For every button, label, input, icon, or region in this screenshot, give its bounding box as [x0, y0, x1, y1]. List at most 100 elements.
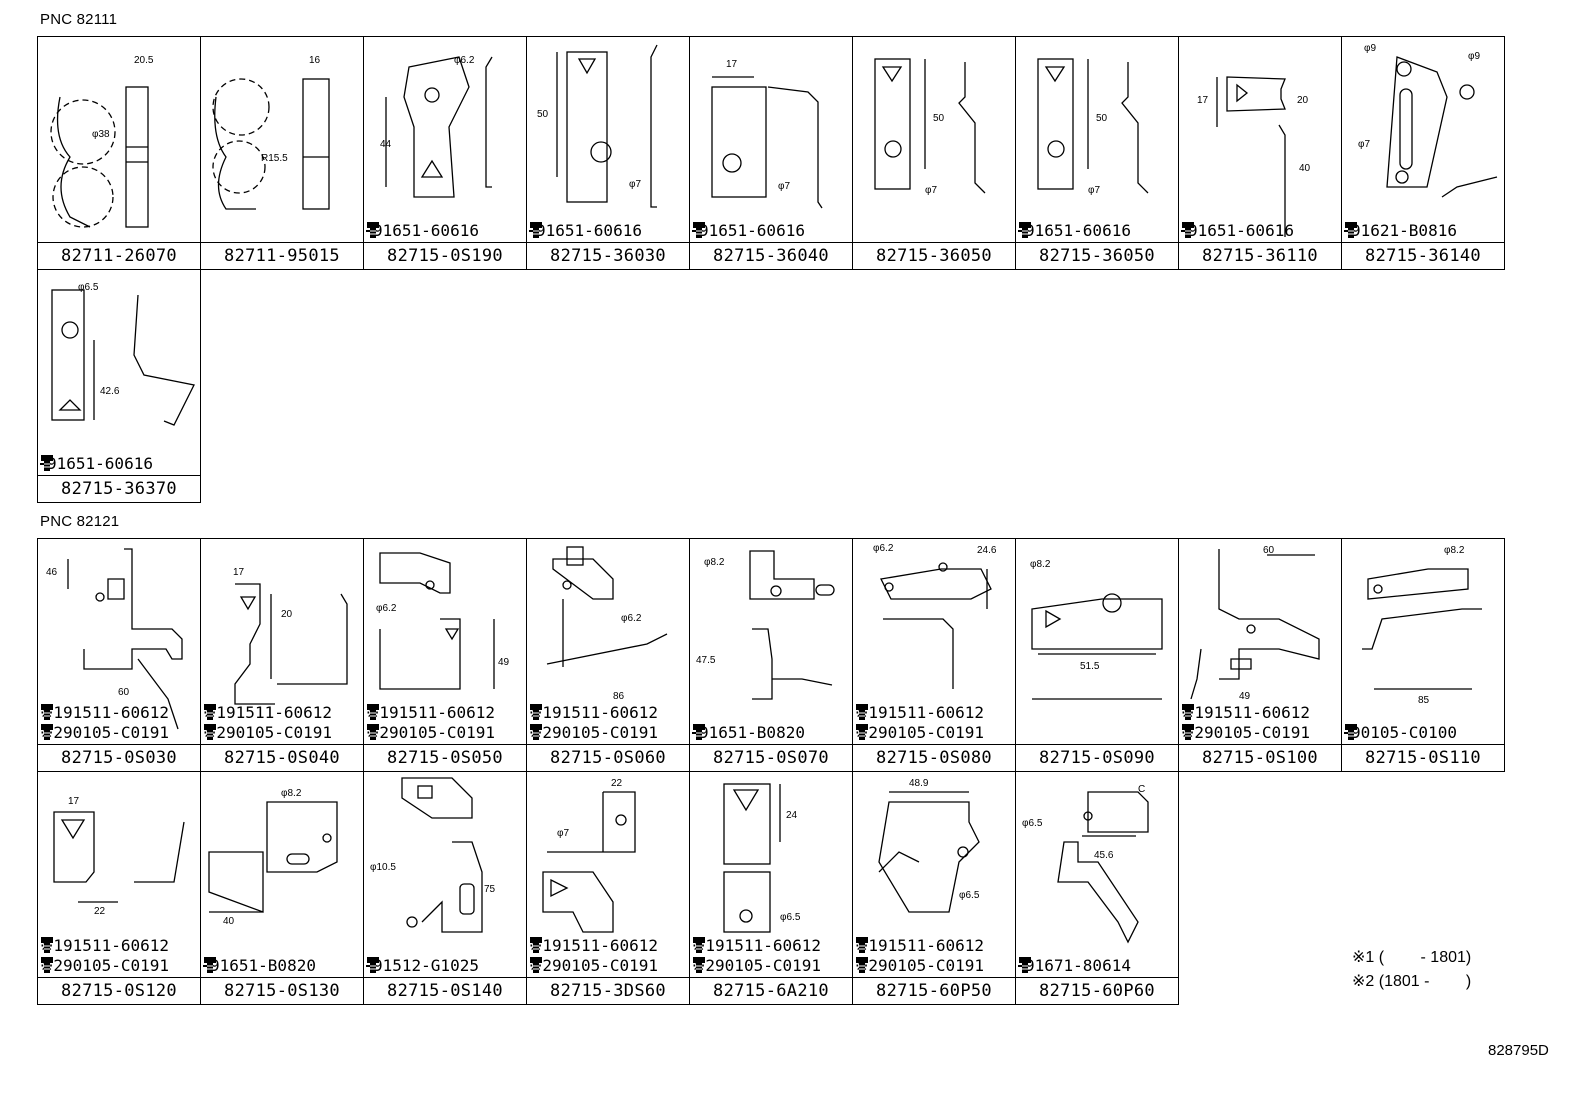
bolt-number-text: ※290105-C0191	[40, 723, 169, 742]
leader-line	[366, 230, 372, 232]
pnc-label-82111: PNC 82111	[40, 11, 118, 28]
bolt-number-text: ※290105-C0191	[1181, 723, 1310, 742]
bolt-icon	[41, 724, 53, 740]
dimension-label: R15.5	[261, 153, 288, 164]
part-number: 82715-0S140	[364, 977, 526, 1004]
bolt-number-text: ※290105-C0191	[855, 956, 984, 975]
dimension-label: 17	[233, 567, 245, 578]
bolt-icon	[530, 957, 542, 973]
dimension-label: 16	[309, 55, 321, 66]
part-number: 82715-0S130	[201, 977, 363, 1004]
dimension-label: 20	[1297, 95, 1309, 106]
leader-line	[40, 463, 46, 465]
part-illustration: 48.9 φ6.5	[878, 778, 980, 913]
bolt-number-text: ※290105-C0191	[40, 956, 169, 975]
part-number: 82715-36030	[527, 242, 689, 269]
bolt-part-number: ※290105-C0191	[855, 723, 984, 743]
bolt-icon	[693, 222, 705, 238]
part-number: 82715-0S060	[527, 744, 689, 771]
bolt-icon	[41, 455, 53, 471]
bolt-icon	[41, 704, 53, 720]
dimension-label: φ7	[778, 181, 790, 192]
bolt-part-number: 91512-G1025	[366, 956, 479, 976]
dimension-label: C	[1138, 784, 1145, 795]
bolt-part-number: ※290105-C0191	[40, 956, 169, 976]
bolt-part-number: 91651-60616	[692, 221, 805, 241]
bolt-number-text: 91512-G1025	[373, 956, 479, 975]
bolt-part-number: 91651-B0820	[692, 723, 805, 743]
part-illustration: φ8.251.5	[1030, 559, 1163, 700]
part-number: 82715-36050	[853, 242, 1015, 269]
dimension-label: φ6.5	[78, 282, 99, 293]
bolt-icon	[856, 957, 868, 973]
bolt-number-text: 91651-60616	[373, 221, 479, 240]
dimension-label: 48.9	[909, 778, 929, 789]
dimension-label: 24	[786, 810, 798, 821]
bolt-part-number: ※191511-60612	[40, 936, 169, 956]
dimension-label: 20	[281, 609, 293, 620]
bolt-number-text: ※191511-60612	[1181, 703, 1310, 722]
leader-line	[1344, 732, 1350, 734]
part-number: 82715-36140	[1342, 242, 1504, 269]
bolt-part-number: ※191511-60612	[529, 936, 658, 956]
bolt-number-text: ※290105-C0191	[855, 723, 984, 742]
bolt-number-text: ※290105-C0191	[529, 723, 658, 742]
leader-line	[1018, 230, 1024, 232]
dimension-label: φ6.2	[873, 543, 894, 554]
bolt-number-text: ※191511-60612	[529, 703, 658, 722]
bolt-number-text: ※191511-60612	[692, 936, 821, 955]
bolt-icon	[204, 704, 216, 720]
bolt-icon	[693, 937, 705, 953]
bolt-icon	[530, 704, 542, 720]
bolt-part-number: ※191511-60612	[203, 703, 332, 723]
bolt-number-text: 91651-B0820	[699, 723, 805, 742]
bolt-icon	[1345, 724, 1357, 740]
bolt-number-text: 91651-60616	[1188, 221, 1294, 240]
dimension-label: 46	[46, 567, 58, 578]
dimension-label: φ6.5	[959, 890, 980, 901]
bolt-number-text: ※191511-60612	[203, 703, 332, 722]
dimension-label: φ7	[925, 185, 937, 196]
bolt-icon	[1019, 957, 1031, 973]
dimension-label: φ38	[92, 129, 110, 140]
leader-line	[1344, 230, 1350, 232]
bolt-part-number: 91651-60616	[1181, 221, 1294, 241]
dimension-label: φ7	[1088, 185, 1100, 196]
bolt-number-text: 91651-60616	[536, 221, 642, 240]
bolt-number-text: ※290105-C0191	[692, 956, 821, 975]
bolt-part-number: ※191511-60612	[40, 703, 169, 723]
bolt-icon	[856, 724, 868, 740]
dimension-label: φ6.2	[621, 613, 642, 624]
part-number: 82715-0S040	[201, 744, 363, 771]
dimension-label: 85	[1418, 695, 1430, 706]
dimension-label: φ8.2	[281, 788, 302, 799]
bolt-icon	[204, 957, 216, 973]
dimension-label: 20.5	[134, 55, 154, 66]
part-illustration: φ6.5 42.6	[51, 282, 195, 426]
bolt-icon	[41, 957, 53, 973]
dimension-label: 42.6	[100, 386, 120, 397]
bolt-part-number: 91651-60616	[366, 221, 479, 241]
leader-line	[1018, 965, 1024, 967]
part-number: 82715-0S070	[690, 744, 852, 771]
dimension-label: 22	[611, 778, 623, 789]
